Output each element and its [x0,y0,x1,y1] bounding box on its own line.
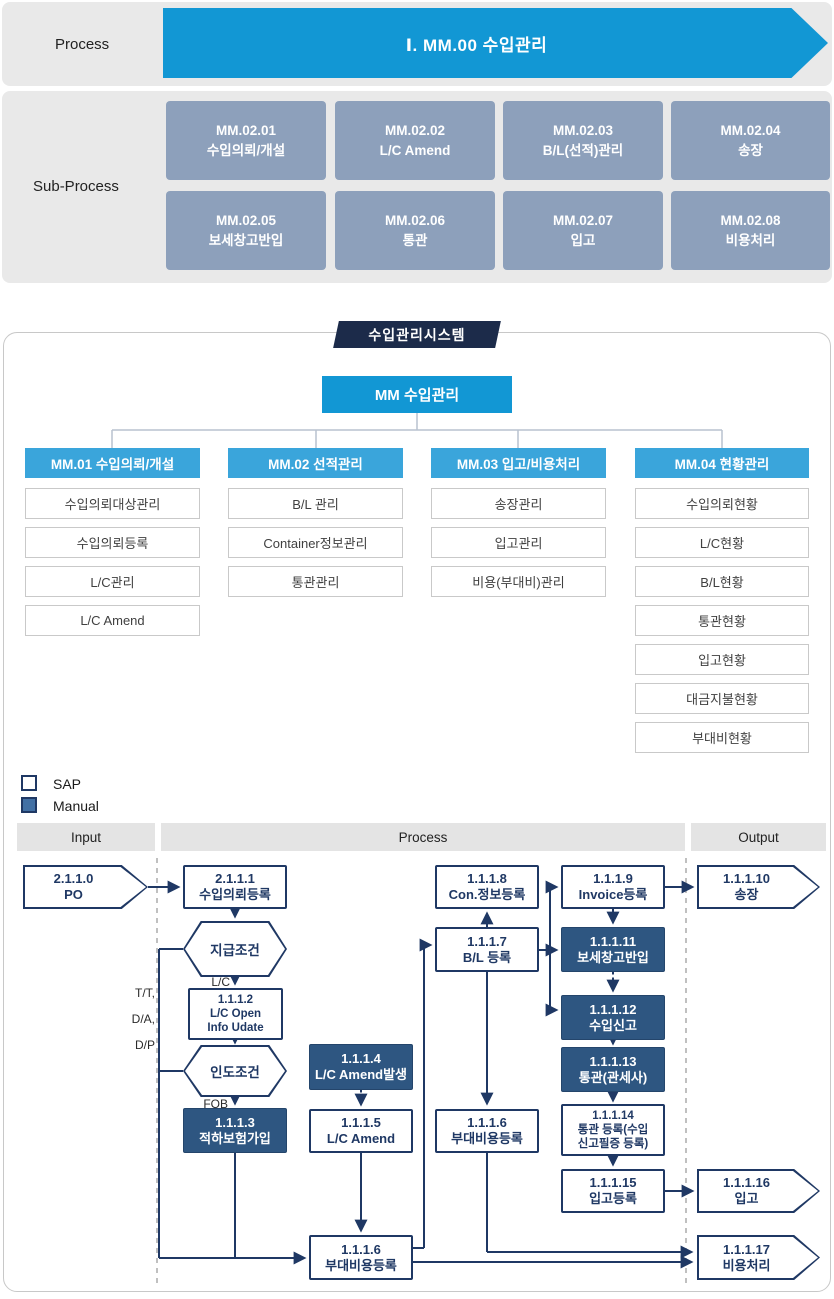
edge-label-dp: D/P [134,1038,155,1052]
menu-item: 통관현황 [635,605,809,636]
legend-sap-swatch [21,775,37,791]
menu-item: L/C현황 [635,527,809,558]
system-banner-title: 수입관리시스템 [368,326,466,343]
column-header-mm02: MM.02 선적관리 [228,448,403,478]
lane-header-output: Output [691,823,826,851]
legend-manual-swatch [21,797,37,813]
menu-item: L/C관리 [25,566,200,597]
edge-label-fob: FOB [203,1097,228,1111]
menu-item: 대금지불현황 [635,683,809,714]
system-root-node: MM 수입관리 [322,376,512,413]
menu-item: 수입의뢰등록 [25,527,200,558]
column-header-mm01: MM.01 수입의뢰/개설 [25,448,200,478]
menu-item: 부대비현황 [635,722,809,753]
menu-item: 입고현황 [635,644,809,675]
process-lane-label: Process [55,36,110,53]
edge-label-da: D/A, [131,1012,155,1026]
legend-sap-label: SAP [53,776,82,792]
menu-item: L/C Amend [25,605,200,636]
menu-item: Container정보관리 [228,527,403,558]
process-arrow-banner: Ⅰ. MM.00 수입관리 [163,8,828,78]
column-header-mm03: MM.03 입고/비용처리 [431,448,606,478]
legend-manual-label: Manual [53,798,99,814]
menu-item: B/L 관리 [228,488,403,519]
system-banner: 수입관리시스템 [333,321,501,348]
menu-item: 송장관리 [431,488,606,519]
edge-label-tt: T/T, [135,986,155,1000]
menu-item: 입고관리 [431,527,606,558]
menu-item: 비용(부대비)관리 [431,566,606,597]
column-header-mm04: MM.04 현황관리 [635,448,809,478]
menu-item: 수입의뢰대상관리 [25,488,200,519]
lane-header-input: Input [17,823,155,851]
menu-item: 수입의뢰현황 [635,488,809,519]
lane-header-process: Process [161,823,685,851]
sub-process-lane-label: Sub-Process [33,178,119,195]
menu-item: B/L현황 [635,566,809,597]
flow-decision-delivery-terms: 인도조건 [183,1045,287,1097]
process-title: Ⅰ. MM.00 수입관리 [405,35,548,55]
flow-decision-payment-terms: 지급조건 [183,921,287,977]
menu-item: 통관관리 [228,566,403,597]
edge-label-lc: L/C [211,975,230,989]
